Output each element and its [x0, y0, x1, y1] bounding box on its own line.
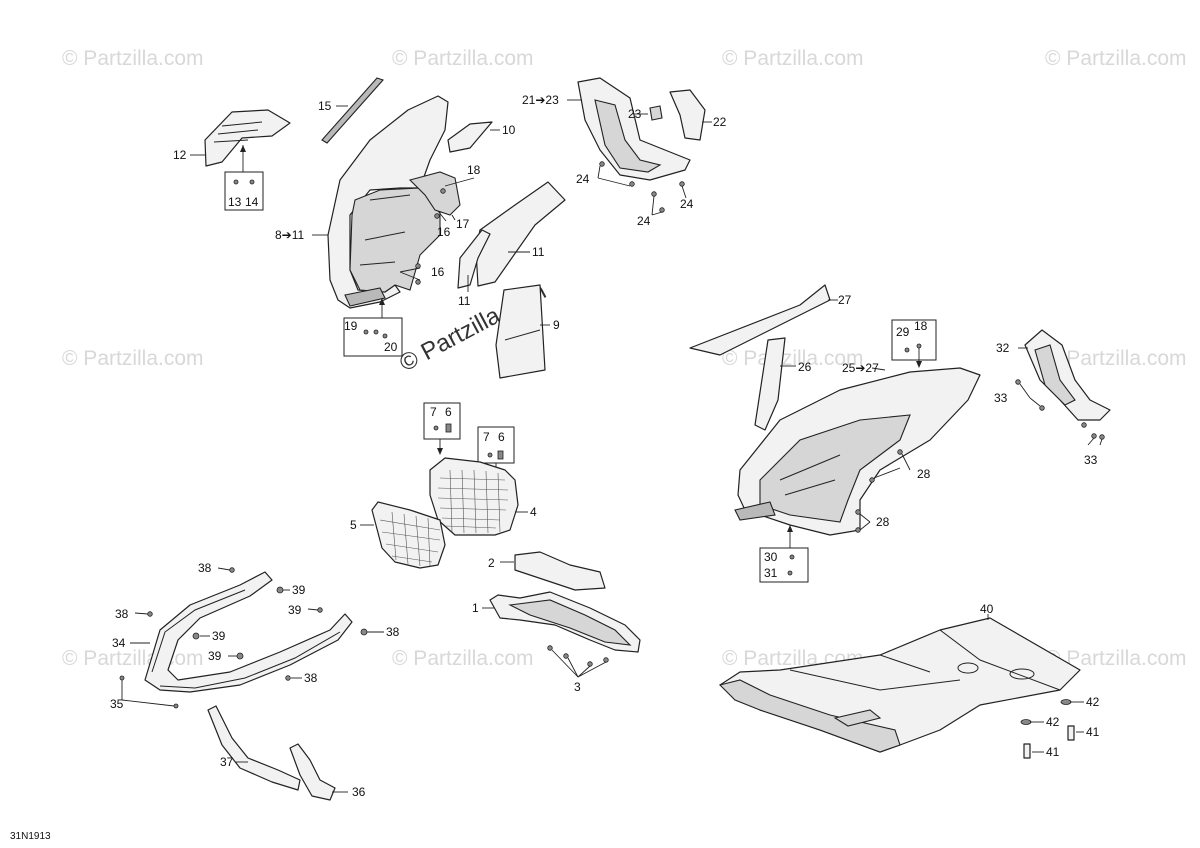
callout-9: 9	[553, 318, 560, 332]
part-26-strip[interactable]	[754, 337, 796, 431]
watermark: © Partzilla.com	[722, 47, 864, 70]
part-15-trim-strip[interactable]	[321, 77, 384, 144]
part-5-lower-grille[interactable]	[360, 501, 446, 569]
callout-39: 39	[212, 629, 226, 643]
part-40-skid-plate[interactable]	[718, 614, 1084, 759]
callout-30: 30	[764, 550, 778, 564]
part-1-lower-panel[interactable]	[482, 591, 641, 678]
part-37-bracket[interactable]	[207, 705, 301, 791]
watermark: © Partzilla.com	[392, 47, 534, 70]
callout-32: 32	[996, 341, 1010, 355]
callout-35: 35	[110, 697, 124, 711]
callout-27: 27	[838, 293, 852, 307]
part-8-11-side-panel[interactable]	[312, 95, 475, 357]
callout-34: 34	[112, 636, 126, 650]
watermark: © Partzilla.com	[62, 347, 204, 370]
part-27-long-strip[interactable]	[689, 284, 838, 356]
part-36-bracket[interactable]	[289, 743, 348, 801]
callout-19: 19	[344, 319, 358, 333]
callout-8-to-11: 8➔11	[275, 228, 305, 242]
callout-7: 7	[430, 405, 437, 419]
callout-42: 42	[1086, 695, 1100, 709]
callout-6: 6	[498, 430, 505, 444]
callout-39: 39	[208, 649, 222, 663]
callout-40: 40	[980, 602, 994, 616]
callout-24: 24	[637, 214, 651, 228]
hardware-box-6-7-left[interactable]	[423, 402, 461, 455]
callout-13: 13	[228, 195, 242, 209]
callout-5: 5	[350, 518, 357, 532]
part-34-bumper[interactable]	[119, 567, 384, 709]
callout-33: 33	[994, 391, 1008, 405]
callout-24: 24	[680, 197, 694, 211]
callout-11: 11	[458, 294, 471, 308]
part-10-pad[interactable]	[447, 121, 500, 153]
part-21-23-side-shield[interactable]	[567, 77, 691, 216]
part-2-pad[interactable]	[500, 551, 606, 591]
watermark: © Partzilla.com	[392, 647, 534, 670]
callout-23: 23	[628, 107, 642, 121]
callout-33: 33	[1084, 453, 1098, 467]
callout-16: 16	[431, 265, 445, 279]
part-9-panel[interactable]	[495, 284, 550, 379]
callout-38: 38	[304, 671, 318, 685]
watermark: © Partzilla.com	[62, 47, 204, 70]
callout-26: 26	[798, 360, 812, 374]
watermark: © Partzilla.com	[1045, 347, 1187, 370]
callout-38: 38	[115, 607, 129, 621]
watermark: © Partzilla.com	[1045, 47, 1187, 70]
callout-3: 3	[574, 680, 581, 694]
callout-39: 39	[292, 583, 306, 597]
callout-24: 24	[576, 172, 590, 186]
callout-16: 16	[437, 225, 451, 239]
callout-7: 7	[483, 430, 490, 444]
callout-31: 31	[764, 566, 778, 580]
watermark: © Partzilla.com	[1045, 647, 1187, 670]
callout-38: 38	[198, 561, 212, 575]
callout-6: 6	[445, 405, 452, 419]
callout-28: 28	[876, 515, 890, 529]
callout-41: 41	[1086, 725, 1100, 739]
watermark: © Partzilla.com	[62, 647, 204, 670]
callout-10: 10	[502, 123, 516, 137]
part-11-foam-strips[interactable]	[457, 181, 566, 292]
part-25-27-side-panel[interactable]	[734, 319, 981, 583]
callout-2: 2	[488, 556, 495, 570]
callout-21-to-23: 21➔23	[522, 93, 559, 107]
callout-18: 18	[914, 319, 928, 333]
callout-4: 4	[530, 505, 537, 519]
callout-42: 42	[1046, 715, 1060, 729]
callout-1: 1	[472, 601, 479, 615]
callout-15: 15	[318, 99, 332, 113]
callout-22: 22	[713, 115, 727, 129]
callout-37: 37	[220, 755, 234, 769]
callout-39: 39	[288, 603, 302, 617]
callout-41: 41	[1046, 745, 1060, 759]
callout-36: 36	[352, 785, 366, 799]
part-22-bracket[interactable]	[669, 89, 712, 141]
callout-11: 11	[532, 245, 545, 259]
callout-28: 28	[917, 467, 931, 481]
callout-25-to-27: 25➔27	[842, 361, 879, 375]
callout-labels: 12 13 14 15 8➔11 10 18 17 16 16 11 11 9 …	[110, 93, 1100, 799]
callout-17: 17	[456, 217, 470, 231]
callout-29: 29	[896, 325, 910, 339]
callout-38: 38	[386, 625, 400, 639]
part-32-rear-bracket[interactable]	[1015, 329, 1111, 446]
callout-14: 14	[245, 195, 259, 209]
watermark: © Partzilla.com	[722, 347, 864, 370]
callout-20: 20	[384, 340, 398, 354]
diagram-code: 31N1913	[10, 831, 51, 842]
part-12-vent[interactable]	[190, 109, 291, 211]
part-23-clip[interactable]	[634, 105, 663, 121]
part-4-front-grille[interactable]	[429, 457, 528, 536]
callout-18: 18	[467, 163, 481, 177]
callout-12: 12	[173, 148, 187, 162]
